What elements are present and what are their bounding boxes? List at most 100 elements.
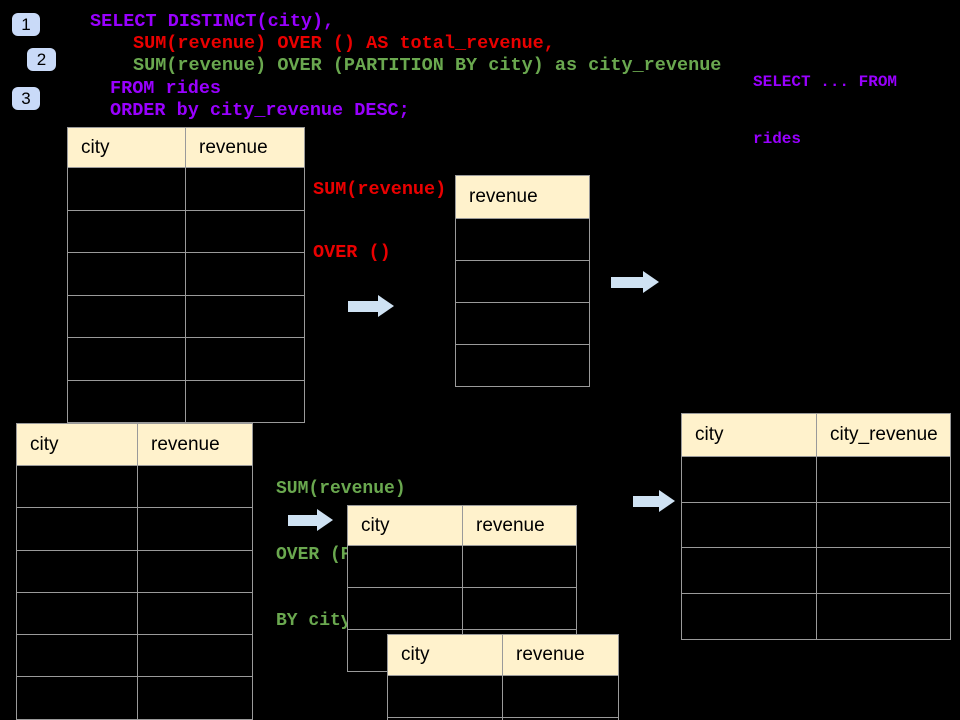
table-cell	[388, 676, 502, 717]
table-cell	[816, 457, 950, 502]
table-cell	[462, 588, 576, 629]
table-row	[68, 252, 304, 295]
table-cell	[185, 338, 304, 380]
table-cell	[17, 635, 137, 676]
arrow-shaft	[288, 514, 317, 526]
step-badge-3: 3	[12, 87, 40, 110]
table-row	[456, 344, 589, 386]
source-table-bottom: city revenue	[16, 423, 253, 720]
table-cell	[456, 219, 589, 260]
table-cell	[816, 594, 950, 639]
table-cell	[682, 503, 816, 548]
partition-overlay-table-header-row: city revenue	[388, 635, 618, 675]
partition-input-table-header-row: city revenue	[348, 506, 576, 545]
side-note-line-2: rides	[753, 130, 802, 148]
table-cell	[17, 593, 137, 634]
table-row	[17, 591, 252, 635]
table-row	[348, 545, 576, 587]
table-row	[682, 456, 950, 502]
table-cell	[816, 548, 950, 594]
table-cell	[68, 381, 185, 423]
table-cell	[456, 345, 589, 386]
step-badge-2: 2	[27, 48, 56, 71]
column-header-revenue: revenue	[462, 506, 576, 545]
sql-line-city-revenue: SUM(revenue) OVER (PARTITION BY city) as…	[133, 55, 722, 76]
column-header-city: city	[30, 433, 59, 455]
result-table: city city_revenue	[681, 413, 951, 640]
table-cell	[456, 303, 589, 344]
table-cell	[68, 253, 185, 295]
table-cell	[348, 588, 462, 629]
right-arrow-icon	[348, 295, 394, 317]
table-row	[68, 167, 304, 210]
table-cell	[17, 508, 137, 549]
column-header-city: city	[81, 136, 110, 158]
side-note-select-from-rides: SELECT ... FROM rides	[753, 35, 897, 187]
table-row	[682, 501, 950, 548]
column-header-revenue: revenue	[502, 635, 618, 675]
table-cell	[68, 296, 185, 338]
sql-line-from: FROM rides	[110, 78, 222, 99]
table-cell	[502, 718, 618, 720]
table-cell	[137, 635, 252, 677]
table-cell	[185, 253, 304, 295]
column-header-city_revenue: city_revenue	[816, 414, 950, 456]
table-cell	[68, 338, 185, 380]
sql-line-order-by: ORDER by city_revenue DESC;	[110, 100, 410, 121]
arrow-head	[317, 509, 333, 531]
table-cell	[185, 168, 304, 210]
partition-overlay-table: city revenue	[387, 634, 619, 720]
table-row	[17, 676, 252, 719]
step-badge-1: 1	[12, 13, 40, 36]
table-cell	[682, 457, 816, 502]
total-revenue-table-header-row: revenue	[456, 176, 589, 218]
right-arrow-icon	[633, 490, 675, 512]
column-header-revenue: revenue	[137, 424, 252, 465]
sql-line-select: SELECT DISTINCT(city),	[90, 11, 335, 32]
table-row	[388, 717, 618, 720]
table-cell	[816, 502, 950, 548]
table-row	[68, 379, 304, 423]
source-table-bottom-header-row: city revenue	[17, 424, 252, 465]
column-header-city: city	[401, 644, 430, 665]
arrow-shaft	[348, 300, 378, 312]
column-header-city: city	[361, 514, 390, 536]
annotation-sum-over-total: SUM(revenue) OVER ()	[313, 137, 446, 305]
result-table-header-row: city city_revenue	[682, 414, 950, 456]
table-cell	[185, 380, 304, 422]
source-table-top-header-row: city revenue	[68, 128, 304, 167]
annotation-line: OVER ()	[313, 242, 391, 263]
table-cell	[17, 551, 137, 592]
table-row	[456, 218, 589, 260]
arrow-shaft	[633, 495, 659, 507]
table-cell	[137, 677, 252, 719]
table-cell	[456, 261, 589, 302]
table-cell	[682, 548, 816, 593]
table-cell	[348, 546, 462, 587]
table-cell	[137, 466, 252, 508]
arrow-head	[659, 490, 675, 512]
table-row	[17, 549, 252, 592]
table-cell	[682, 594, 816, 639]
annotation-line: SUM(revenue)	[276, 479, 406, 499]
table-cell	[185, 295, 304, 337]
table-cell	[462, 546, 576, 587]
table-row	[17, 507, 252, 550]
table-cell	[68, 211, 185, 253]
source-table-top: city revenue	[67, 127, 305, 423]
table-row	[68, 294, 304, 338]
table-row	[456, 302, 589, 344]
column-header-city: city	[695, 424, 724, 445]
arrow-head	[378, 295, 394, 317]
table-row	[17, 465, 252, 508]
table-row	[68, 209, 304, 253]
arrow-shaft	[611, 276, 643, 288]
table-row	[17, 634, 252, 677]
column-header-revenue: revenue	[185, 128, 304, 167]
table-cell	[137, 550, 252, 592]
table-cell	[17, 466, 137, 507]
table-row	[68, 337, 304, 380]
arrow-head	[643, 271, 659, 293]
table-cell	[502, 676, 618, 717]
